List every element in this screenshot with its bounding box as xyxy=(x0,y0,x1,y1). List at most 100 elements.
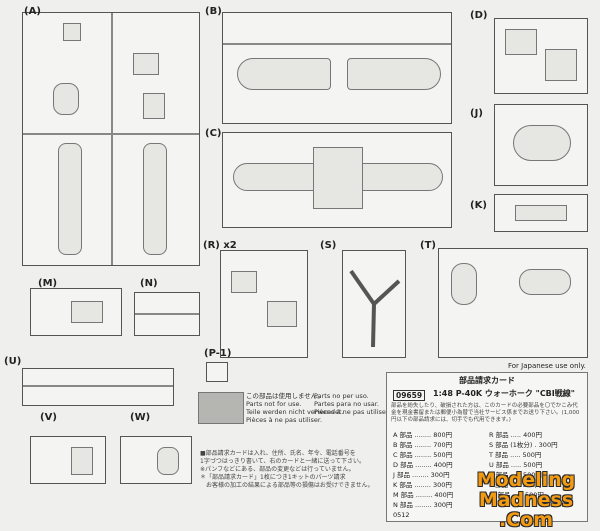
legend-line: Pièces à ne pas utiliser. xyxy=(314,408,391,416)
sprue-a-label: (A) xyxy=(24,6,41,17)
japan-only-note: For Japanese use only. xyxy=(508,362,586,370)
sprue-t-label: (T) xyxy=(420,240,436,251)
price-row: A 部品 ........ 800円 xyxy=(393,431,453,439)
legend-line: Partes para no usar. xyxy=(314,400,379,408)
card-intro: 部品を紛失したり、破損された方は、このカードの必要部品を〇でかこみ代金を現金書留… xyxy=(391,403,580,423)
fuselage-half-left xyxy=(58,143,82,255)
wing-upper-left xyxy=(237,58,331,90)
sprue-w-frame xyxy=(120,436,192,484)
sprue-b-label: (B) xyxy=(205,6,222,17)
price-row: W 部品 ..... 500円 xyxy=(489,491,544,499)
part-v xyxy=(71,447,93,475)
part-t xyxy=(451,263,477,305)
unused-legend-left: この部品は使用しません。 Parts not for use. Teile we… xyxy=(246,392,344,424)
sprue-c-frame xyxy=(222,132,452,228)
watermark-line: Madness xyxy=(478,489,574,511)
note-line: ■部品請求カードは入れ、住所、氏名、年令、電話番号を xyxy=(200,450,356,457)
part-d xyxy=(545,49,577,81)
sprue-v-frame xyxy=(30,436,106,484)
sprue-b-runner xyxy=(223,43,451,45)
part-j xyxy=(513,125,571,161)
sprue-t-frame xyxy=(438,248,588,358)
price-row: D 部品 ........ 400円 xyxy=(393,461,453,469)
propeller-icon xyxy=(349,269,401,348)
card-title: 部品請求カード xyxy=(459,376,515,385)
price-row: R 部品 ..... 400円 xyxy=(489,431,542,439)
fuselage-half-right xyxy=(143,143,167,255)
sprue-n-label: (N) xyxy=(140,278,158,289)
kit-name: P-40K ウォーホーク "CBI戦線" xyxy=(455,389,575,398)
part-k xyxy=(515,205,567,221)
sprue-j-frame xyxy=(494,104,588,186)
price-row: U 部品 ..... 500円 xyxy=(489,461,543,469)
legend-line: Parts no per uso. xyxy=(314,392,369,400)
price-row: P 部品 ..... 500円 xyxy=(489,481,542,489)
unused-legend-right: Parts no per uso. Partes para no usar. P… xyxy=(314,392,390,416)
price-row: T 部品 ..... 500円 xyxy=(489,451,542,459)
order-instructions: ■部品請求カードは入れ、住所、氏名、年令、電話番号を 1字づつはっきり書いて、右… xyxy=(200,450,380,490)
sprue-p1-label: (P-1) xyxy=(204,348,232,359)
scale: 1:48 xyxy=(433,389,453,398)
watermark-line: .Com xyxy=(498,509,553,531)
part-a-small xyxy=(53,83,79,115)
part-d xyxy=(505,29,537,55)
price-row: M 部品 ........ 400円 xyxy=(393,491,454,499)
sprue-a-frame xyxy=(22,12,200,266)
parts-order-card: 部品請求カード 09659 1:48 P-40K ウォーホーク "CBI戦線" … xyxy=(386,372,588,522)
note-line: お客様の加工の結果による部品等の損傷はお受けできません。 xyxy=(200,482,374,489)
sprue-n-runner xyxy=(135,313,199,315)
part-a-small xyxy=(133,53,159,75)
legend-line: Teile werden nicht verwendet. xyxy=(246,408,344,416)
part-r xyxy=(267,301,297,327)
note-line: ＊「部品請求カード」1枚につき1キットのパーツ請求 xyxy=(200,474,346,481)
price-row: J 部品 ........ 300円 xyxy=(393,471,450,479)
price-row: S 部品 (1枚分) . 300円 xyxy=(489,441,558,449)
sprue-k-frame xyxy=(494,194,588,232)
part-a-small xyxy=(143,93,165,119)
sprue-d-frame xyxy=(494,18,588,94)
part-t xyxy=(519,269,571,295)
wing-center xyxy=(313,147,363,209)
sprue-a-runner xyxy=(23,133,199,135)
legend-line: Pièces à ne pas utiliser. xyxy=(246,416,323,424)
legend-jp: この部品は使用しません。 xyxy=(246,392,324,400)
sprue-w-label: (W) xyxy=(130,412,151,423)
kit-code: 09659 xyxy=(393,390,426,401)
sprue-s-frame xyxy=(342,250,406,358)
sprue-m-frame xyxy=(30,288,122,336)
sprue-r-frame xyxy=(220,250,308,358)
card-footer-code: 0512 xyxy=(393,511,410,519)
sprue-k-label: (K) xyxy=(470,200,487,211)
sprue-s-label: (S) xyxy=(320,240,337,251)
wing-upper-right xyxy=(347,58,441,90)
sprue-j-label: (J) xyxy=(470,108,483,119)
note-line: ※パンフなどにある、部品の変更などは行っていません。 xyxy=(200,466,355,473)
price-row: N 部品 ........ 300円 xyxy=(393,501,453,509)
sprue-b-frame xyxy=(222,12,452,124)
legend-line: Parts not for use. xyxy=(246,400,302,408)
sprue-n-frame xyxy=(134,292,200,336)
sprue-u-frame xyxy=(22,368,174,406)
sprue-m-label: (M) xyxy=(38,278,58,289)
part-a-small xyxy=(63,23,81,41)
watermark-line: Modeling xyxy=(476,469,576,491)
kit-title: 1:48 P-40K ウォーホーク "CBI戦線" xyxy=(433,388,575,399)
part-r xyxy=(231,271,257,293)
sprue-r-label: (R) x2 xyxy=(203,240,237,251)
note-line: 1字づつはっきり書いて、右のカードと一緒に送って下さい。 xyxy=(200,458,366,465)
sprue-v-label: (V) xyxy=(40,412,57,423)
sprue-d-label: (D) xyxy=(470,10,488,21)
price-row: K 部品 ........ 300円 xyxy=(393,481,452,489)
sprue-u-label: (U) xyxy=(4,356,22,367)
price-row: C 部品 ........ 500円 xyxy=(393,451,453,459)
sprue-p1-frame xyxy=(206,362,228,382)
part-m xyxy=(71,301,103,323)
price-row: B 部品 ........ 700円 xyxy=(393,441,453,449)
unused-parts-swatch xyxy=(198,392,244,424)
part-w xyxy=(157,447,179,475)
sprue-u-runner xyxy=(23,385,173,387)
modeling-madness-watermark: Modeling Madness .Com xyxy=(452,470,600,530)
sprue-a-runner xyxy=(111,13,113,265)
sprue-c-label: (C) xyxy=(205,128,222,139)
price-row: V 部品 ..... 500円 xyxy=(489,471,542,479)
